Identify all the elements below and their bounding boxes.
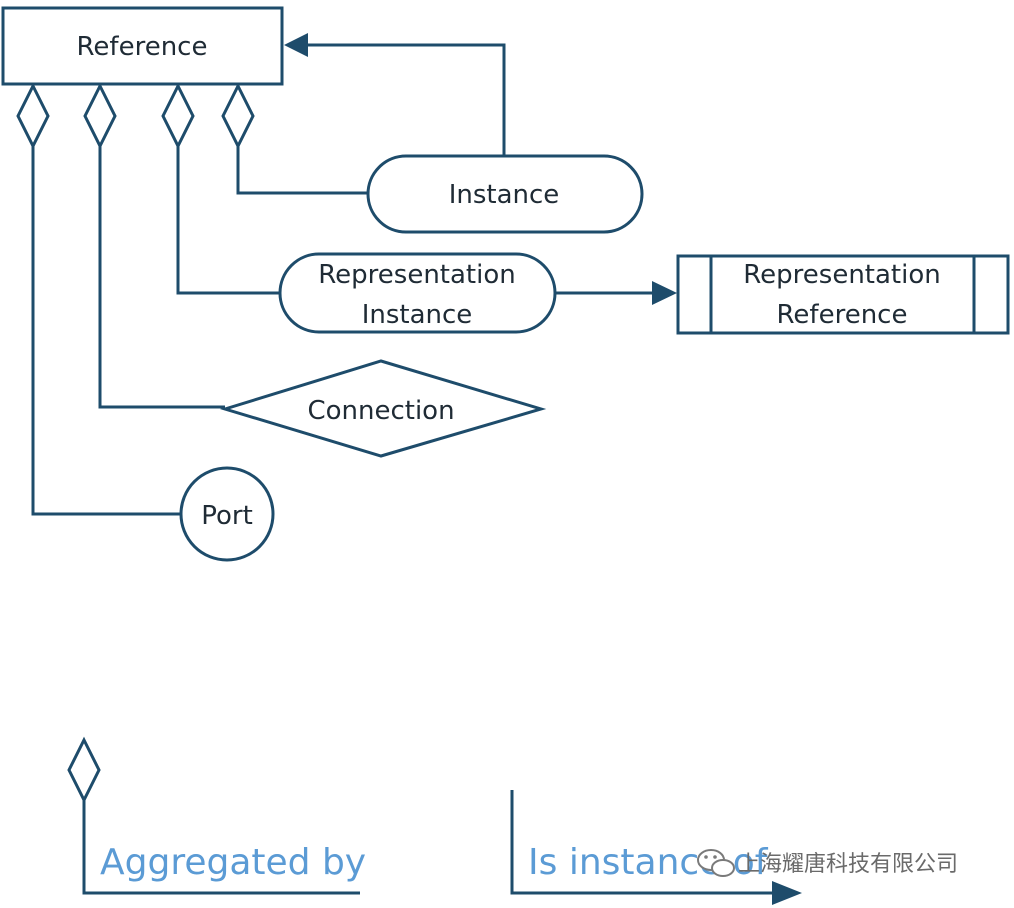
aggregation-diamond-icon: [161, 82, 195, 150]
node-representation-reference-line2: Reference: [777, 300, 908, 330]
node-connection-label: Connection: [307, 396, 454, 426]
edge-representation-instance-aggregated-by-reference: [176, 146, 282, 295]
node-reference: Reference: [1, 6, 284, 86]
node-instance-label: Instance: [449, 180, 560, 210]
legend-aggregated-by-label: Aggregated by: [100, 842, 366, 883]
node-reference-label: Reference: [77, 32, 208, 62]
aggregation-diamond-icon: [221, 82, 255, 150]
node-connection: Connection: [219, 359, 547, 458]
node-representation-instance-line2: Instance: [362, 300, 473, 330]
edge-instance-aggregated-by-reference: [236, 146, 368, 195]
node-representation-reference: Representation Reference: [676, 254, 1010, 335]
aggregation-diamond-icon: [83, 82, 117, 150]
node-representation-instance: Representation Instance: [278, 252, 557, 334]
edge-connection-aggregated-by-reference: [98, 146, 225, 409]
node-representation-instance-line1: Representation: [318, 260, 515, 290]
node-port-label: Port: [201, 501, 253, 531]
watermark: 上海耀唐科技有限公司: [697, 849, 958, 877]
edge-instance-is-instance-of-reference: [308, 43, 506, 156]
arrowhead-icon: [652, 281, 677, 305]
node-instance: Instance: [366, 154, 644, 234]
arrowhead-icon: [772, 881, 802, 905]
legend-is-instance-of: Is instance of: [510, 790, 802, 905]
aggregation-diamond-icon: [16, 82, 50, 150]
aggregation-diamond-icon: [67, 736, 101, 804]
arrowhead-icon: [284, 33, 308, 57]
wechat-icon: [697, 849, 735, 877]
legend-is-instance-of-label: Is instance of: [528, 842, 769, 883]
node-port: Port: [179, 466, 275, 562]
edge-port-aggregated-by-reference: [31, 146, 182, 516]
watermark-text: 上海耀唐科技有限公司: [738, 852, 958, 877]
legend-aggregated-by: Aggregated by: [67, 736, 366, 895]
node-representation-reference-line1: Representation: [743, 260, 940, 290]
